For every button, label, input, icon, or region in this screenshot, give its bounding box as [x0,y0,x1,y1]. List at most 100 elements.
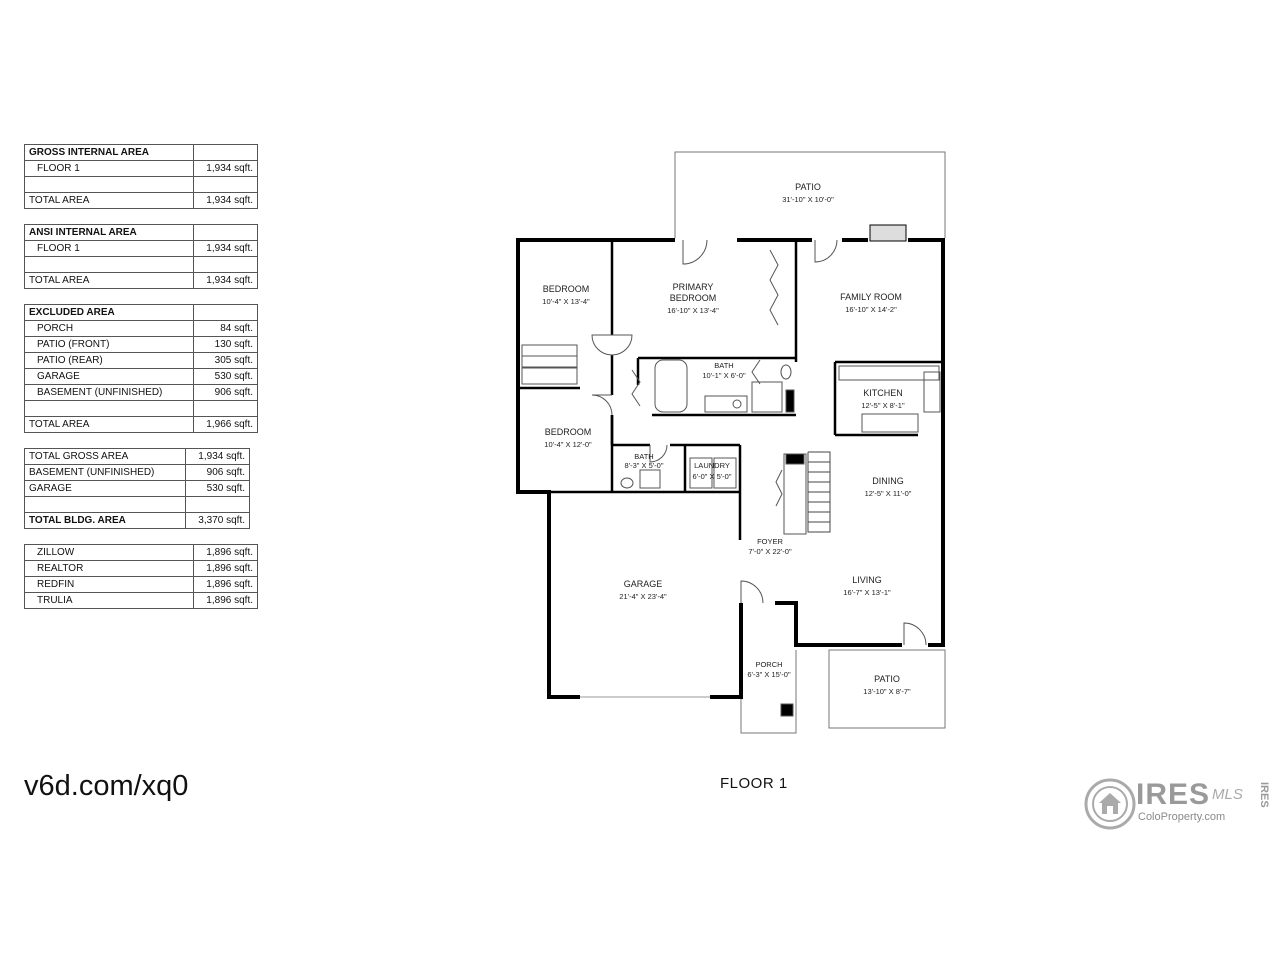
row-value: 906 sqft. [193,384,258,401]
room-kitchen-name: KITCHEN [863,388,903,398]
room-patio-rear-name: PATIO [795,182,821,192]
stairs [807,451,831,533]
door-primary [611,334,633,356]
room-porch-name: PORCH [755,660,782,669]
bath-sink [732,399,742,409]
room-patio-front-dim: 13'-10" X 8'-7" [863,687,911,696]
kitchen-counter-top [838,365,940,381]
exterior-walls [516,238,945,699]
table-row: BASEMENT (UNFINISHED)906 sqft. [24,384,258,401]
door-family-patio [814,239,838,263]
house-seal-icon [1084,778,1136,830]
short-url[interactable]: v6d.com/xq0 [24,770,189,802]
porch-column [780,703,794,717]
door-bedroom-1 [591,334,613,356]
room-bath-2-name: BATH [634,452,653,461]
storage-block [785,389,795,413]
room-porch-dim: 6'-3" X 15'-0" [747,670,791,679]
row-value: 1,934 sqft. [193,272,258,289]
room-laundry-name: LAUNDRY [694,461,730,470]
table-row: BASEMENT (UNFINISHED)906 sqft. [24,464,250,481]
room-labels: PATIO 31'-10" X 10'-0" BEDROOM 10'-4" X … [542,182,911,696]
room-bedroom-1-dim: 10'-4" X 13'-4" [542,297,590,306]
room-family-room-dim: 16'-10" X 14'-2" [845,305,897,314]
room-living-name: LIVING [852,575,882,585]
logo-brand: IRES [1136,778,1211,811]
fireplace [869,224,907,242]
room-primary-bedroom-dim: 16'-10" X 13'-4" [667,306,719,315]
door-front-entry [740,580,764,604]
table-row: PATIO (REAR)305 sqft. [24,352,258,369]
row-label: TOTAL BLDG. AREA [24,512,186,529]
room-kitchen-dim: 12'-5" X 8'-1" [861,401,905,410]
door-bedroom-2 [591,394,613,416]
door-bath-2 [649,444,668,463]
room-primary-bedroom-name-1: PRIMARY [673,282,714,292]
room-bath-primary-name: BATH [714,361,733,370]
table-row [24,496,250,513]
toilet-bath2 [620,477,634,489]
row-value: 1,934 sqft. [185,448,250,465]
row-value: 3,370 sqft. [185,512,250,529]
room-foyer-dim: 7'-0" X 22'-0" [748,547,792,556]
room-bath-primary-dim: 10'-1" X 6'-0" [702,371,746,380]
door-primary-bath [751,359,761,385]
room-living-dim: 16'-7" X 13'-1" [843,588,891,597]
room-garage-dim: 21'-4" X 23'-4" [619,592,667,601]
row-label: TOTAL AREA [24,192,194,209]
bath-vanity [704,395,748,413]
room-patio-rear-dim: 31'-10" X 10'-0" [782,195,834,204]
room-family-room-name: FAMILY ROOM [840,292,902,302]
shower [751,381,783,413]
room-dining-name: DINING [872,476,904,486]
room-laundry-dim: 6'-0" X 5'-0" [692,472,731,481]
row-label: TOTAL AREA [24,272,194,289]
closet-doors-hall [631,369,641,407]
toilet-primary [780,364,792,380]
bath2-sink [639,469,661,489]
room-primary-bedroom-name-2: BEDROOM [670,293,717,303]
floor-label: FLOOR 1 [720,775,788,792]
ires-logo: IRES MLS ColoProperty.com IRES [1084,776,1274,832]
washer [689,457,713,489]
closet-doors-foyer [775,469,783,507]
logo-vertical-text: IRES [1258,782,1270,808]
fixtures [521,224,941,717]
room-patio-front-name: PATIO [874,674,900,684]
logo-site: ColoProperty.com [1138,811,1226,823]
row-label: TOTAL AREA [24,416,194,433]
row-value: 1,896 sqft. [193,592,258,609]
row-value: 1,934 sqft. [193,192,258,209]
room-bedroom-1-name: BEDROOM [543,284,590,294]
bathtub [654,359,688,413]
foyer-closet [783,453,807,535]
doors [591,239,927,646]
closet-doors-primary [769,249,779,326]
door-living-patio [903,622,927,646]
kitchen-island [861,413,919,433]
room-bedroom-2-dim: 10'-4" X 12'-0" [544,440,592,449]
room-dining-dim: 12'-5" X 11'-0" [865,489,912,498]
kitchen-fridge [923,371,941,413]
interior-walls [518,240,943,540]
room-foyer-name: FOYER [757,537,783,546]
dryer [713,457,737,489]
row-label: TRULIA [24,592,194,609]
room-garage-name: GARAGE [624,579,663,589]
patio-rear-outline [674,151,946,238]
